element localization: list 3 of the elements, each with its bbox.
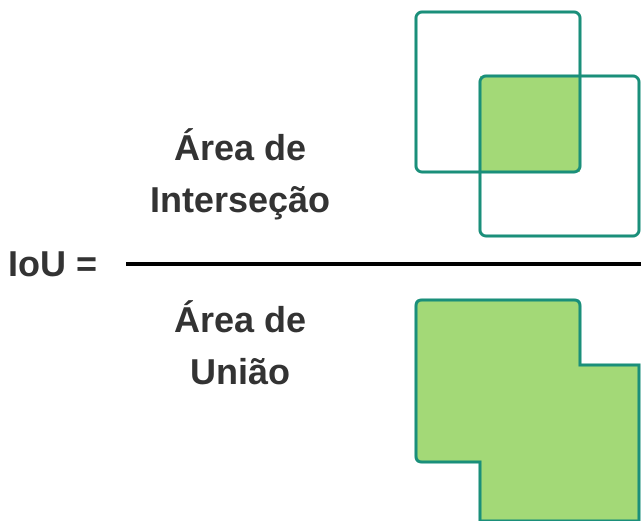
formula-label: IoU = bbox=[8, 242, 98, 286]
numerator-text: Área de Interseção bbox=[148, 126, 332, 222]
denominator-text: Área de União bbox=[172, 298, 308, 394]
